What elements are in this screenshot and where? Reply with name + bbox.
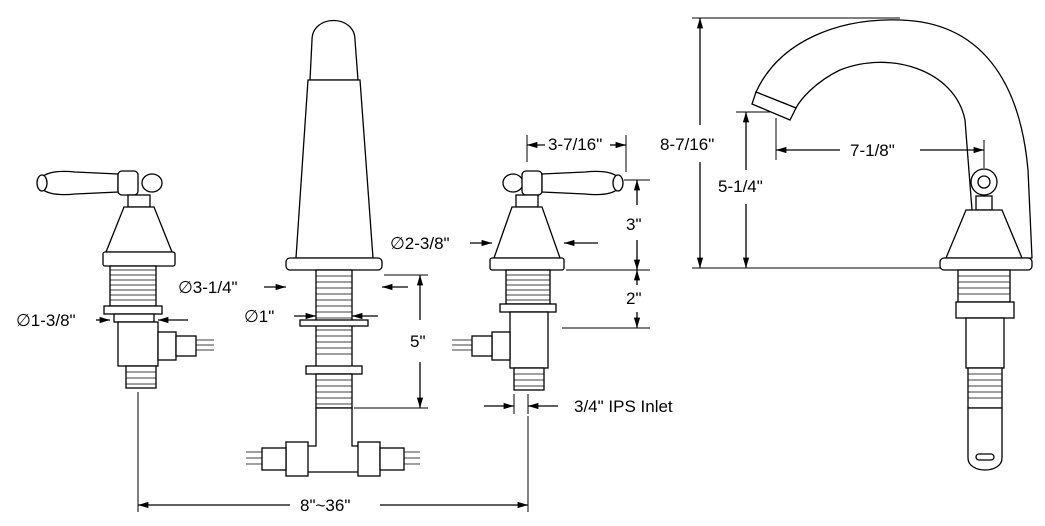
spout-shank-diameter-label: ∅1"	[244, 307, 274, 326]
right-handle-valve	[452, 170, 624, 391]
spout-shank-length-label: 5"	[410, 332, 426, 351]
shank-height-label: 2"	[626, 289, 642, 308]
spread-label: 8"~36"	[300, 496, 350, 515]
spout-front-view	[246, 19, 420, 477]
handle-cross-width-label: 3-7/16"	[548, 135, 602, 154]
spout-clearance-label: 5-1/4"	[718, 177, 763, 196]
handle-height-label: 3"	[626, 215, 642, 234]
dimension-labels: 3-7/16" ∅2-3/8" 3" 2" ∅3-1/4" ∅1" ∅1-3/8…	[16, 135, 895, 515]
spout-side-view	[751, 19, 1033, 471]
dimension-lines	[96, 17, 985, 512]
left-handle-valve	[36, 170, 214, 389]
valve-diameter-label: ∅1-3/8"	[16, 311, 76, 330]
overall-height-label: 8-7/16"	[660, 135, 714, 154]
inlet-label: 3/4" IPS Inlet	[574, 397, 673, 416]
spout-reach-label: 7-1/8"	[850, 141, 895, 160]
spout-base-diameter-label: ∅3-1/4"	[178, 278, 238, 297]
handle-base-diameter-label: ∅2-3/8"	[390, 234, 450, 253]
